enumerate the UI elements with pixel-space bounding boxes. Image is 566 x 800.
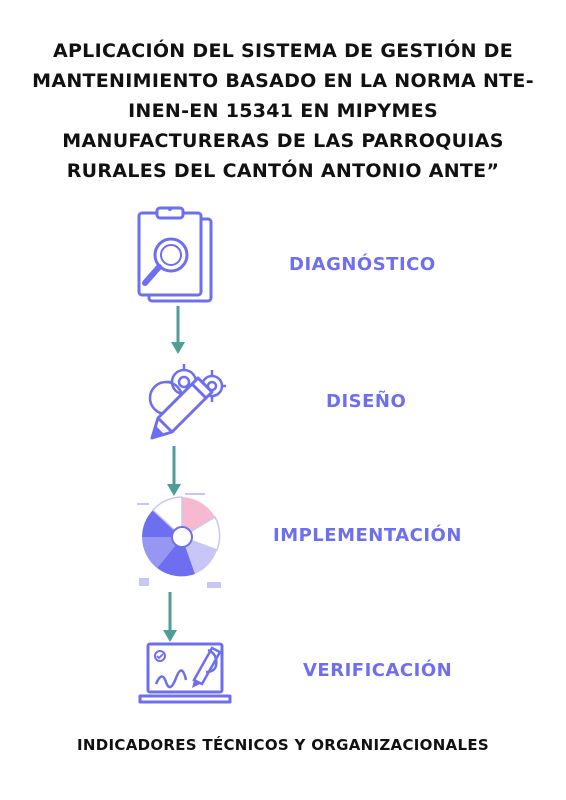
flow-arrow-1 <box>171 306 185 354</box>
laptop-signature-icon <box>138 642 232 704</box>
stage-label-implementacion: IMPLEMENTACIÓN <box>273 525 462 546</box>
clipboard-magnifier-icon <box>137 206 213 303</box>
footer-text: INDICADORES TÉCNICOS Y ORGANIZACIONALES <box>77 736 489 754</box>
stage-label-verificacion: VERIFICACIÓN <box>303 660 453 681</box>
stage-label-diseno: DISEÑO <box>326 391 407 412</box>
pencil-gears-icon <box>148 364 226 440</box>
flow-arrow-2 <box>167 446 181 496</box>
flow-arrow-3 <box>163 592 177 642</box>
stage-label-diagnostico: DIAGNÓSTICO <box>289 254 436 275</box>
pie-chart-icon <box>137 493 221 588</box>
diagram-title: APLICACIÓN DEL SISTEMA DE GESTIÓN DE MAN… <box>32 40 534 182</box>
